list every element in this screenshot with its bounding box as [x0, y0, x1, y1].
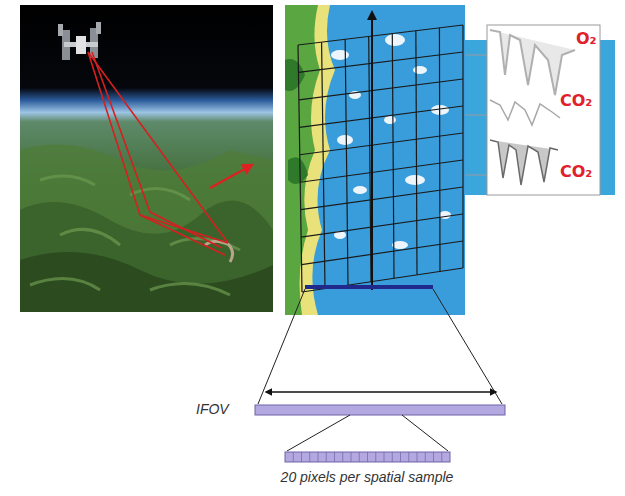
grid-line: [416, 31, 417, 275]
grid-line: [439, 28, 441, 272]
zoom-lines: [287, 415, 448, 451]
spectra-panel: [487, 25, 600, 195]
pixel-tick: [309, 452, 310, 462]
grid-line: [301, 214, 463, 237]
track-arrow: [371, 12, 373, 290]
grid-line: [300, 133, 463, 155]
space-station: [58, 22, 101, 60]
grid-line: [298, 25, 463, 45]
pixel-tick: [318, 452, 319, 462]
grid-line: [299, 106, 463, 127]
gas-label: CO₂: [560, 163, 592, 181]
grid-line: [392, 34, 394, 279]
footprint-line: [305, 285, 433, 289]
map-image: [285, 5, 465, 315]
pixel-tick: [441, 452, 442, 462]
pixel-caption: 20 pixels per spatial sample: [281, 470, 454, 485]
pixel-tick: [433, 452, 434, 462]
pixel-tick: [293, 452, 294, 462]
pixel-tick: [392, 452, 393, 462]
sample-grid: [298, 25, 463, 292]
ifov-arrow: [266, 391, 496, 393]
pixel-tick: [334, 452, 335, 462]
pixel-tick: [326, 452, 327, 462]
grid-line: [302, 268, 463, 292]
grid-line: [369, 36, 371, 281]
pixel-tick: [342, 452, 343, 462]
co2-spectrum: [490, 100, 560, 125]
pixel-tick: [425, 452, 426, 462]
view-lines: [88, 52, 228, 255]
ifov-label: IFOV: [196, 402, 229, 417]
grid-line: [322, 42, 325, 288]
pixel-tick: [301, 452, 302, 462]
pixel-tick: [375, 452, 376, 462]
gas-label: O₂: [576, 30, 597, 48]
pixel-ticks: [293, 452, 442, 462]
grid-line: [298, 52, 463, 72]
o2-spectrum: [490, 30, 575, 95]
pixel-tick: [400, 452, 401, 462]
panel-leaders: [465, 55, 487, 175]
grid-line: [462, 25, 463, 268]
pixel-tick: [351, 452, 352, 462]
pixel-tick: [367, 452, 368, 462]
pixel-tick: [359, 452, 360, 462]
grid-line: [345, 39, 348, 285]
pointer-arrow: [210, 165, 252, 188]
earth-photo: [20, 5, 273, 312]
pixel-bar: [285, 452, 450, 462]
gas-label: CO₂: [560, 92, 592, 110]
grid-line: [298, 45, 302, 292]
zoom-lines: [258, 289, 502, 404]
pixel-tick: [384, 452, 385, 462]
grid-line: [302, 241, 463, 265]
co2-spectrum: [490, 140, 558, 185]
pixel-tick: [408, 452, 409, 462]
ifov-bar: [255, 405, 505, 415]
grid-line: [299, 79, 463, 100]
grid-line: [300, 160, 463, 182]
pixel-tick: [417, 452, 418, 462]
grid-line: [301, 187, 463, 210]
